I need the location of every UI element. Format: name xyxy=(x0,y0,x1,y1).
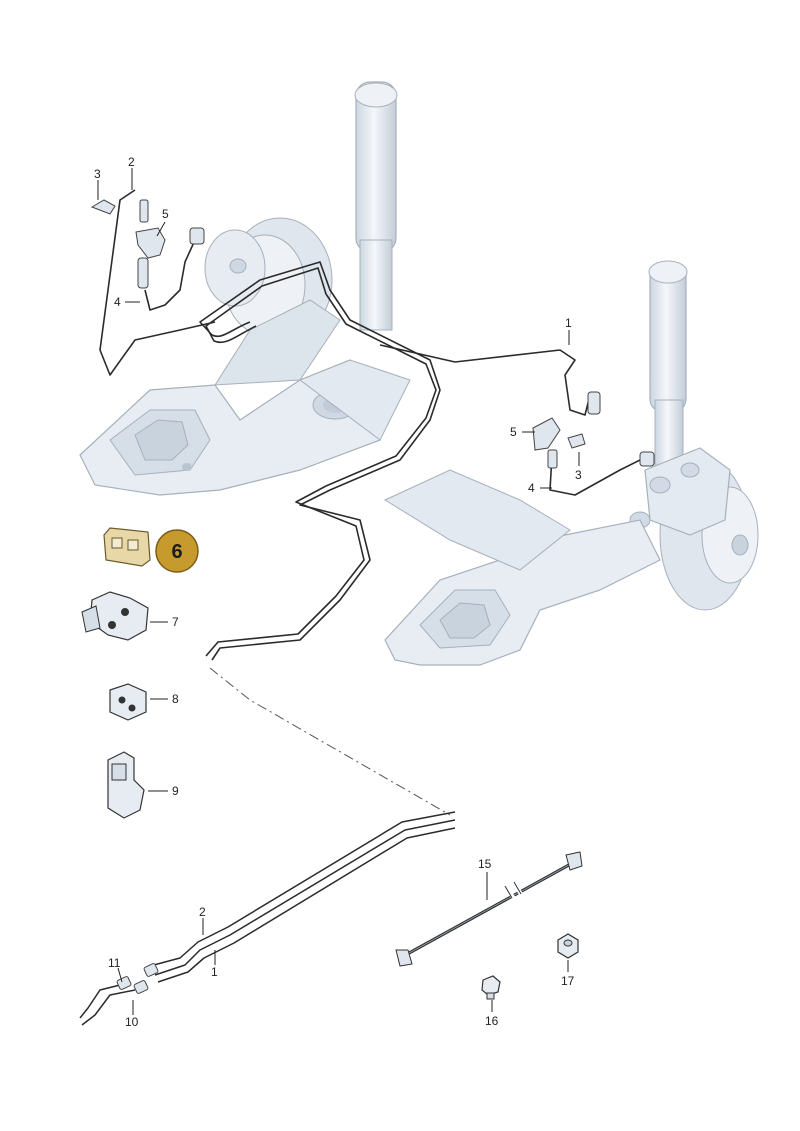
part-9-bracket xyxy=(107,751,168,819)
union-lower-1 xyxy=(143,963,159,977)
right-axle-beam xyxy=(383,469,661,666)
callout-5-upper: 5 xyxy=(162,207,169,221)
callout-4-right: 4 xyxy=(528,481,535,495)
callout-15: 15 xyxy=(478,857,492,871)
part-15-threaded-rod xyxy=(395,851,583,967)
brake-line-main xyxy=(199,261,441,661)
left-shock-absorber xyxy=(354,81,398,331)
brake-line-10-lower xyxy=(81,989,136,1026)
left-axle-assembly xyxy=(79,81,411,496)
hose-fitting-left xyxy=(189,227,205,245)
callout-4-upper: 4 xyxy=(114,295,121,309)
continuation-dashed-line xyxy=(209,667,451,816)
hose-end-4-left xyxy=(137,257,149,289)
right-axle-assembly xyxy=(383,260,759,666)
callout-10: 10 xyxy=(125,1015,139,1029)
callout-3-right: 3 xyxy=(575,468,582,482)
left-axle-beam xyxy=(79,299,411,496)
union-lower-3 xyxy=(116,976,132,990)
clip-3-left xyxy=(90,199,116,215)
part-16-screw xyxy=(481,975,501,1000)
right-shock-absorber xyxy=(648,260,688,471)
bracket-5-left xyxy=(135,227,166,259)
brake-line-main-parallel xyxy=(205,267,437,657)
callout-6: 6 xyxy=(171,541,182,563)
brake-line-left-branch xyxy=(99,189,216,376)
leader-lines-lower xyxy=(117,918,216,1015)
callout-5-right: 5 xyxy=(510,425,517,439)
callout-17: 17 xyxy=(561,974,575,988)
callout-9: 9 xyxy=(172,784,179,798)
part-7-holder xyxy=(81,591,168,641)
leader-lines-upper xyxy=(97,168,580,489)
brake-line-right-branch xyxy=(379,344,600,416)
callout-11: 11 xyxy=(108,956,121,970)
brake-line-11-lower xyxy=(79,984,121,1019)
callout-8: 8 xyxy=(172,692,179,706)
callout-3-upper: 3 xyxy=(94,167,101,181)
fittings-lower xyxy=(116,963,159,994)
clip-3-right xyxy=(567,433,586,449)
fitting-right xyxy=(587,391,601,415)
bracket-5-right xyxy=(532,417,561,451)
callout-16: 16 xyxy=(485,1014,499,1028)
part-6-clip xyxy=(103,527,151,567)
fittings-upper xyxy=(90,199,655,469)
callout-2-upper: 2 xyxy=(128,155,135,169)
callout-2-lower: 2 xyxy=(199,905,206,919)
brake-hose-left xyxy=(144,239,196,311)
callout-6-badge: 6 xyxy=(155,529,199,573)
fitting-2-left xyxy=(139,199,149,223)
brake-line-1-lower xyxy=(154,819,456,976)
union-lower-2 xyxy=(133,980,149,994)
part-17-nut xyxy=(557,933,579,959)
brake-line-2-lower xyxy=(149,811,456,967)
brake-hose-right xyxy=(549,454,641,496)
hose-end-4-right xyxy=(547,449,558,469)
callout-7: 7 xyxy=(172,615,179,629)
brake-line-1-lower-b xyxy=(157,827,456,983)
part-8-holder xyxy=(109,683,168,721)
brake-lines-lower xyxy=(79,811,456,1026)
callout-1-lower: 1 xyxy=(211,965,218,979)
hose-fitting-right xyxy=(639,451,655,467)
callout-1-upper: 1 xyxy=(565,316,572,330)
